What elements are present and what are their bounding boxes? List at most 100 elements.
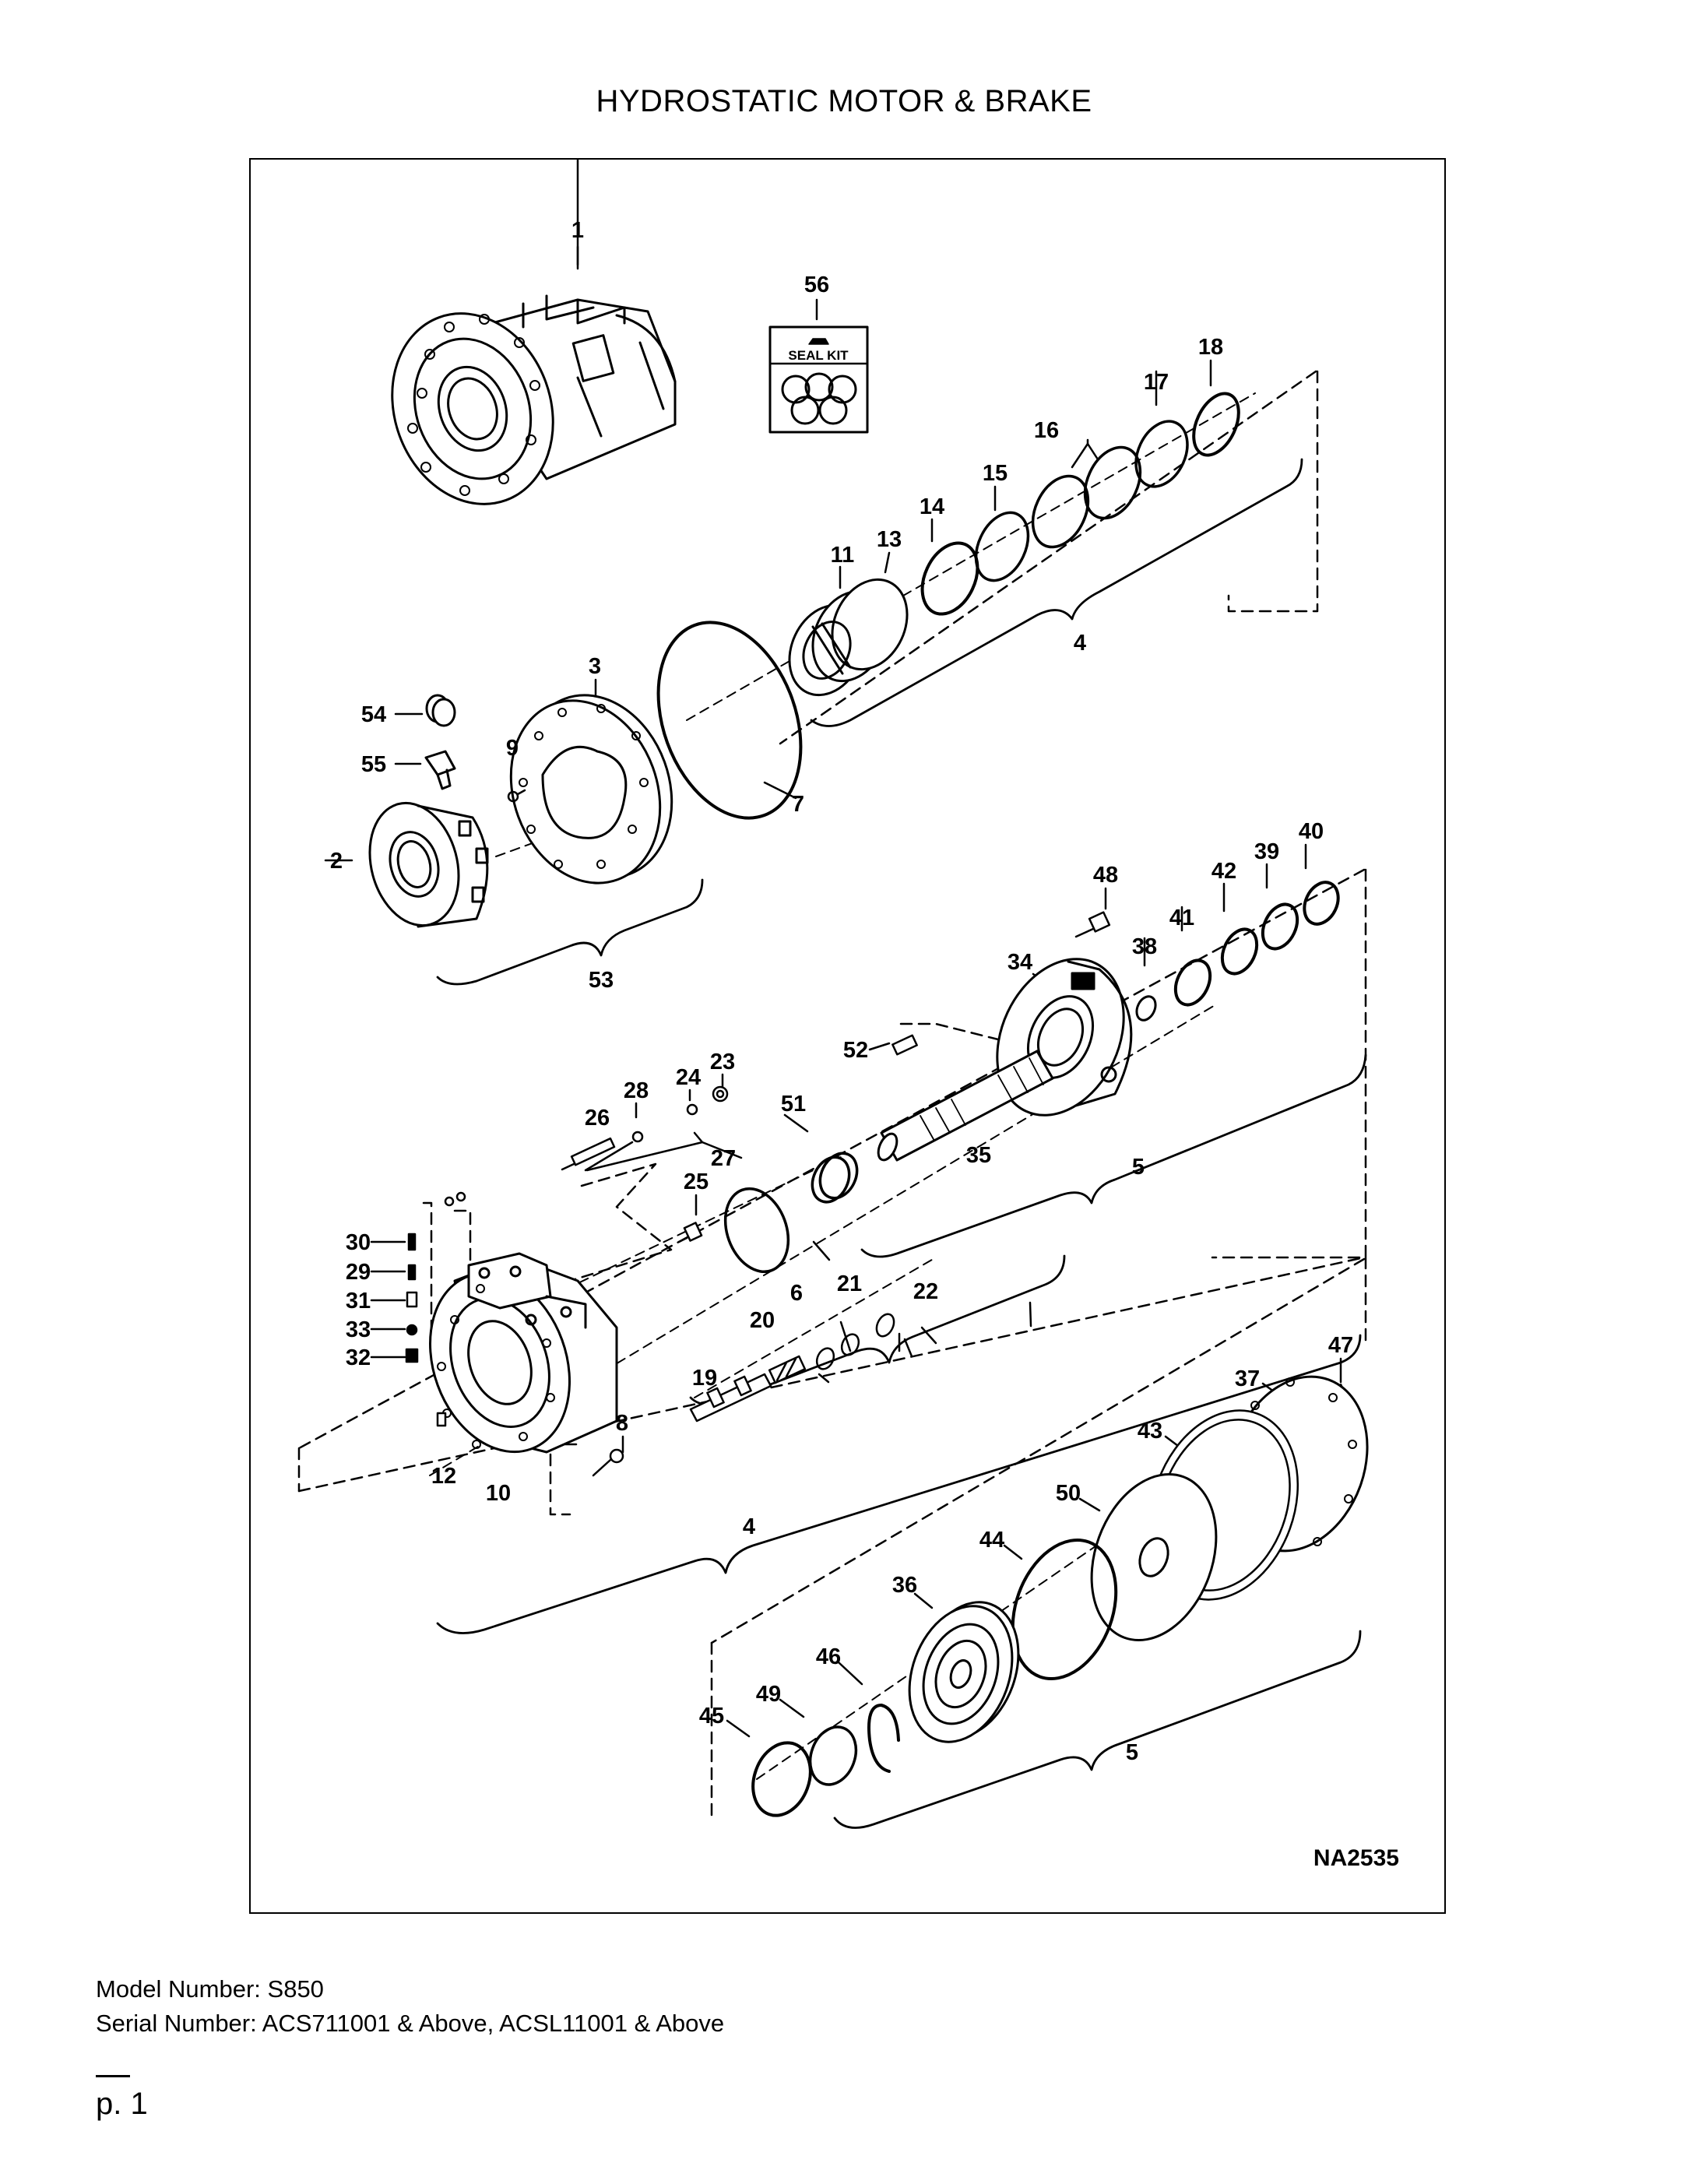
callout-2: 2 [330, 849, 343, 874]
callout-15: 15 [983, 461, 1008, 486]
part-40-ring [1303, 881, 1340, 926]
part-12-screw [436, 1412, 447, 1427]
part-51-ring [811, 1152, 859, 1204]
part-38-ring [1135, 995, 1157, 1022]
part-22-oring [875, 1313, 895, 1338]
callout-36: 36 [892, 1573, 917, 1598]
part-19-spool [689, 1373, 772, 1423]
part-10-housing [429, 1252, 618, 1454]
page-title: HYDROSTATIC MOTOR & BRAKE [596, 84, 1092, 118]
boundary-5-lower-diagonal [710, 1257, 1366, 1644]
part-3-cam-ring [509, 694, 673, 885]
part-44-ring [1011, 1538, 1118, 1681]
link-top-head [453, 1209, 540, 1267]
callout-19: 19 [692, 1366, 717, 1391]
part-6-oring [723, 1187, 790, 1274]
callout-21: 21 [837, 1271, 862, 1296]
part-20-spring [768, 1355, 807, 1384]
callout-31: 31 [346, 1289, 371, 1314]
seal-kit-label: SEAL KIT [788, 348, 849, 363]
middle-rings [891, 881, 1340, 1056]
page-number: p. 1 [96, 2087, 148, 2121]
part-16-ring-a [1083, 445, 1142, 520]
callout-16: 16 [1034, 418, 1059, 443]
callout-27: 27 [711, 1146, 736, 1171]
link-30 [422, 1201, 433, 1345]
callout-20: 20 [750, 1308, 775, 1333]
part-7-oring [656, 621, 803, 820]
part-21-ring [840, 1333, 860, 1356]
callout-54: 54 [361, 702, 386, 727]
exploded-parts-diagram: SEAL KIT [297, 160, 1369, 1829]
callout-9: 9 [506, 736, 519, 761]
boundary-4-top [1227, 370, 1319, 613]
callout-52: 52 [843, 1038, 868, 1063]
part-29-spring [407, 1264, 417, 1281]
callout-47: 47 [1328, 1333, 1353, 1358]
diagram-frame: SEAL KIT [249, 158, 1446, 1914]
small-fittings [561, 1085, 729, 1243]
callout-13: 13 [877, 527, 902, 552]
callout-30: 30 [346, 1230, 371, 1255]
part-35-shaft [877, 1050, 1054, 1162]
callout-48: 48 [1093, 863, 1118, 888]
part-56-seal-kit: SEAL KIT [768, 325, 869, 434]
brace-5-low [833, 1630, 1362, 1829]
valve-stack [405, 1191, 624, 1477]
figure-code: NA2535 [1313, 1845, 1399, 1871]
part-52-pin [891, 1034, 918, 1056]
part-36-piston [908, 1601, 1020, 1743]
callout-34: 34 [1008, 950, 1032, 975]
model-number: Model Number: S850 [96, 1975, 324, 2003]
callout-29: 29 [346, 1260, 371, 1285]
part-32-plug [405, 1348, 419, 1363]
callout-50: 50 [1056, 1481, 1081, 1506]
part-8-bolt [592, 1448, 624, 1477]
part-11-piston [788, 578, 909, 697]
callout-55: 55 [361, 752, 386, 777]
part-28-oring [631, 1131, 644, 1143]
callout-5-low: 5 [1126, 1740, 1138, 1765]
group-braces [436, 458, 1367, 1829]
page-number-rule [96, 2075, 130, 2077]
callout-12: 12 [431, 1464, 456, 1489]
part-55-fitting [424, 750, 456, 790]
callout-14: 14 [920, 494, 944, 519]
part-17-ring [1134, 420, 1189, 488]
callout-33: 33 [346, 1317, 371, 1342]
part-49-ring [808, 1725, 858, 1786]
callout-17: 17 [1144, 370, 1169, 395]
callout-56: 56 [804, 273, 829, 297]
part-15-ring [974, 511, 1030, 582]
link-26 [568, 1162, 673, 1282]
part-30-pin [407, 1233, 417, 1251]
assembly-boundaries [297, 370, 1367, 1821]
callout-44: 44 [979, 1528, 1004, 1553]
part-1-motor-assembly [391, 294, 677, 505]
part-50-disc [1090, 1472, 1218, 1642]
callout-42: 42 [1211, 859, 1236, 884]
boundary-upper-diagonal [779, 370, 1317, 745]
callout-22: 22 [913, 1279, 938, 1304]
callout-38: 38 [1132, 934, 1157, 959]
callout-6: 6 [790, 1281, 803, 1306]
model-info: Model Number: S850 Serial Number: ACS711… [96, 1972, 724, 2041]
callout-26: 26 [585, 1106, 610, 1131]
callout-10: 10 [486, 1481, 511, 1506]
part-31-plunger [406, 1291, 418, 1308]
part-9-screw [507, 789, 526, 803]
part-41-ring [1173, 958, 1212, 1007]
callout-11: 11 [831, 543, 855, 568]
boundary-middle-diagonal-bottom [297, 1256, 1366, 1493]
callout-49: 49 [756, 1682, 781, 1707]
part-45-ring [751, 1741, 812, 1817]
callout-4-mid: 4 [743, 1514, 755, 1539]
part-16-ring-b [1031, 474, 1090, 549]
callout-4-top: 4 [1074, 631, 1086, 656]
boundary-middle-box [1211, 868, 1367, 1259]
callout-45: 45 [699, 1704, 724, 1729]
part-20-spring-washer [815, 1347, 835, 1370]
part-46-snap-ring [867, 1704, 900, 1773]
part-42-ring [1220, 927, 1259, 976]
brace-4-top [810, 458, 1303, 727]
